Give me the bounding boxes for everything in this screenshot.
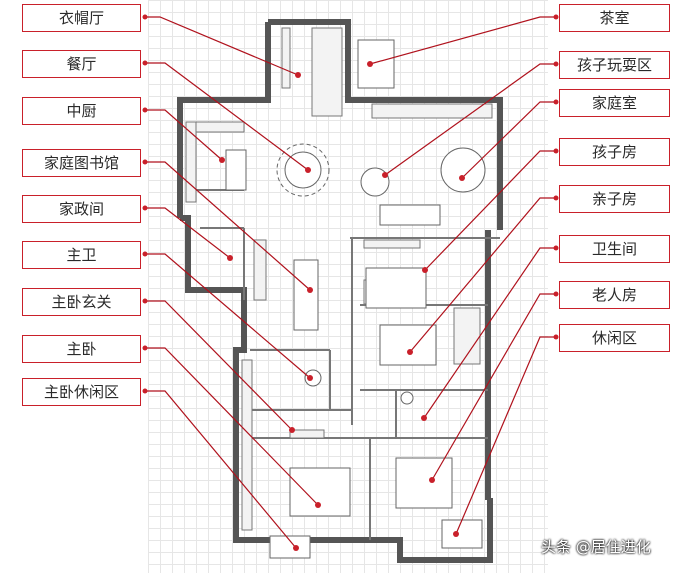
label-bathroom: 卫生间 bbox=[559, 235, 670, 263]
cabinets bbox=[185, 27, 493, 531]
label-master-lounge: 主卧休闲区 bbox=[22, 378, 141, 406]
label-kids-play-area: 孩子玩耍区 bbox=[559, 51, 670, 79]
leader-markers bbox=[142, 14, 559, 551]
label-tea-room: 茶室 bbox=[559, 4, 670, 32]
furniture bbox=[225, 39, 486, 559]
label-parent-child-room: 亲子房 bbox=[559, 185, 670, 213]
label-family-library: 家庭图书馆 bbox=[22, 149, 141, 177]
leader-lines bbox=[145, 16, 556, 549]
label-chinese-kitchen: 中厨 bbox=[22, 97, 141, 125]
interior-walls bbox=[188, 189, 500, 540]
label-family-room: 家庭室 bbox=[559, 89, 670, 117]
label-kids-room: 孩子房 bbox=[559, 138, 670, 166]
label-master-bedroom: 主卧 bbox=[22, 335, 141, 363]
label-dining-room: 餐厅 bbox=[22, 50, 141, 78]
label-master-bath: 主卫 bbox=[22, 241, 141, 269]
label-elderly-room: 老人房 bbox=[559, 281, 670, 309]
label-housekeeping-room: 家政间 bbox=[22, 195, 141, 223]
label-leisure-area: 休闲区 bbox=[559, 324, 670, 352]
label-coat-room: 衣帽厅 bbox=[22, 4, 141, 32]
watermark: 头条 @居住进化 bbox=[541, 538, 651, 556]
label-master-foyer: 主卧玄关 bbox=[22, 288, 141, 316]
